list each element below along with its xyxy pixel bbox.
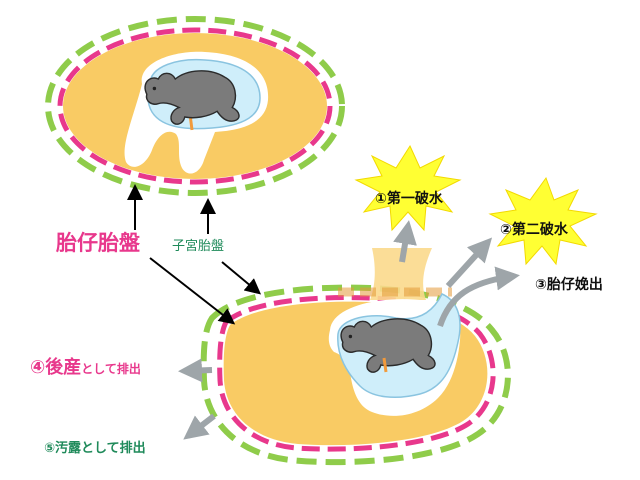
arrow-lochia: [183, 413, 216, 440]
arrow-afterbirth: [178, 358, 213, 383]
label-second-water: ②第二破水: [500, 222, 568, 238]
label-maternal-placenta: 子宮胎盤: [172, 239, 225, 254]
label-fetal-placenta: 胎仔胎盤: [56, 231, 140, 255]
label-afterbirth-main: 後産: [45, 357, 82, 378]
burst-1-icon: [354, 144, 462, 232]
fetal-placenta-outline-top: [57, 27, 333, 185]
uterus-before-birth: [45, 16, 345, 196]
arrow-maternal-placenta-bottom: [221, 261, 262, 295]
maternal-placenta-outline-top: [45, 16, 345, 196]
calf-fetus-top: [144, 70, 240, 125]
calf-fetus-bottom: [340, 318, 436, 373]
arrow-fetus-delivery: [437, 266, 520, 327]
label-first-water: ①第一破水: [375, 191, 443, 207]
label-lochia: ⑤汚露として排出: [44, 441, 146, 456]
arrow-second-water: [445, 237, 493, 289]
arrow-fetal-placenta-bottom: [149, 257, 236, 325]
label-afterbirth-rest: として排出: [81, 362, 141, 376]
fetal-placenta-outline-bottom: [217, 295, 496, 452]
label-afterbirth-number: ④: [30, 357, 46, 378]
burst-2-icon: [488, 176, 598, 266]
arrow-first-water: [393, 220, 417, 263]
umbilical-cord-bottom: [382, 357, 388, 373]
uterus-during-birth: [200, 248, 511, 466]
label-fetus-delivery: ③胎仔娩出: [535, 277, 603, 293]
label-afterbirth: ④後産として排出: [30, 359, 141, 377]
birth-canal: [370, 248, 432, 300]
